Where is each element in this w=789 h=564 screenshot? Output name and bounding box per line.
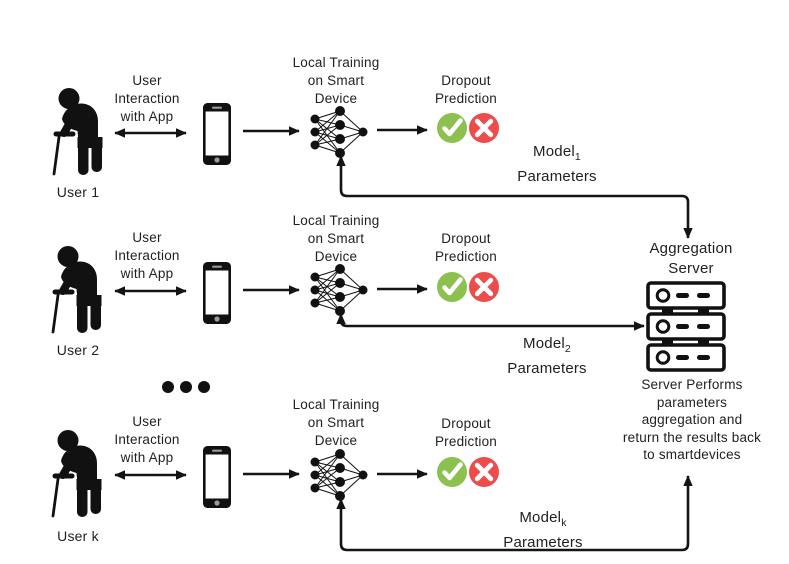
user-1-row [54, 88, 693, 239]
check-circle-icon [437, 457, 467, 487]
user-interaction-label: User Interaction with App [114, 230, 180, 281]
elderly-person-with-cane-icon [54, 88, 103, 175]
neural-network-icon [310, 448, 368, 502]
model-2-parameters-path [336, 313, 645, 331]
server-rack-icon [646, 281, 726, 372]
local-training-label: Local Training on Smart Device [292, 213, 380, 264]
local-training-label: Local Training on Smart Device [292, 55, 380, 106]
smartphone-icon [203, 103, 231, 165]
user-interaction-label: User Interaction with App [114, 414, 180, 465]
neural-network-icon [310, 105, 368, 159]
user-k-label: User k [57, 528, 99, 544]
model-k-parameters-label: Modelk Parameters [503, 509, 583, 551]
cross-circle-icon [469, 113, 499, 143]
model-1-parameters-path [336, 155, 693, 239]
smartphone-icon [203, 446, 231, 508]
model-k-parameters-path [336, 475, 693, 552]
check-circle-icon [437, 272, 467, 302]
user-1-label: User 1 [56, 184, 100, 200]
smartphone-icon [203, 262, 231, 324]
ellipsis-icon [162, 381, 210, 393]
user-interaction-label: User Interaction with App [114, 73, 180, 124]
user-k-row [53, 430, 693, 552]
model-2-parameters-label: Model2 Parameters [507, 335, 587, 377]
local-training-label: Local Training on Smart Device [292, 397, 380, 448]
check-circle-icon [437, 113, 467, 143]
cross-circle-icon [469, 457, 499, 487]
dropout-prediction-label: Dropout Prediction [434, 73, 498, 106]
dropout-prediction-label: Dropout Prediction [434, 231, 498, 264]
neural-network-icon [310, 263, 368, 317]
elderly-person-with-cane-icon [53, 246, 102, 333]
user-2-label: User 2 [56, 342, 100, 358]
dropout-prediction-label: Dropout Prediction [434, 416, 498, 449]
cross-circle-icon [469, 272, 499, 302]
elderly-person-with-cane-icon [53, 430, 102, 517]
server-description: Server Performs parameters aggregation a… [622, 377, 762, 462]
user-2-row [53, 246, 645, 333]
model-1-parameters-label: Model1 Parameters [517, 143, 597, 185]
aggregation-server-label: Aggregation Server [649, 240, 733, 277]
